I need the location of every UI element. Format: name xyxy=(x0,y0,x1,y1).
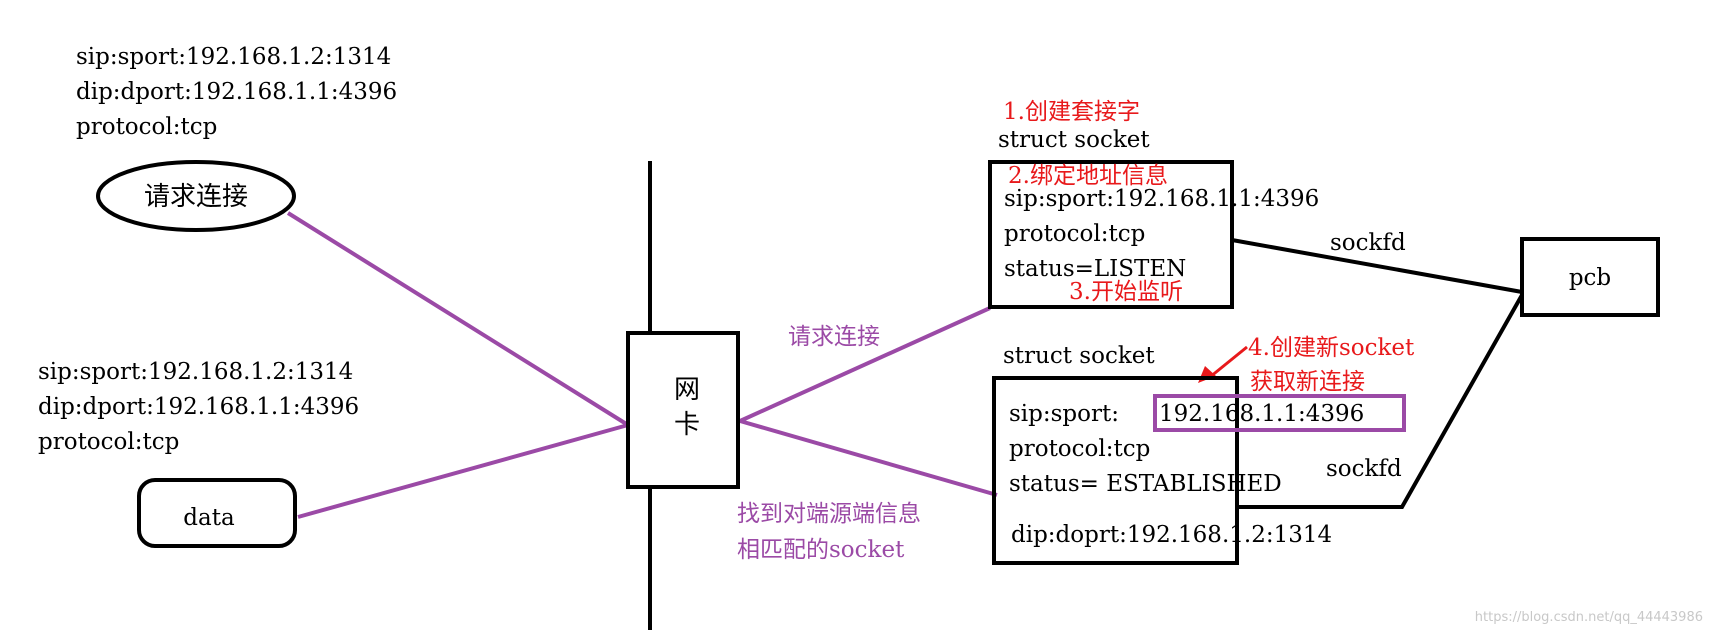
listen-socket-protocol: protocol:tcp xyxy=(1004,221,1145,247)
pcb-label: pcb xyxy=(1569,265,1611,291)
highlighted-address-box xyxy=(1153,394,1406,432)
sockfd-label-top: sockfd xyxy=(1330,230,1406,256)
edge-label-match-line1: 找到对端源端信息 xyxy=(737,501,921,527)
nic-box xyxy=(626,331,740,489)
new-socket-sip-prefix: sip:sport: xyxy=(1009,401,1119,427)
edge-data-to-nic xyxy=(297,423,629,519)
edge-nic-to-listen-socket xyxy=(739,306,991,423)
step-accept-connection: 获取新连接 xyxy=(1250,369,1365,395)
pcb-connector-bottom xyxy=(1237,294,1524,509)
edge-request-to-nic xyxy=(286,211,630,427)
data-node-label: data xyxy=(183,505,235,531)
nic-label-char1: 网 xyxy=(674,375,700,405)
watermark-text: https://blog.csdn.net/qq_44443986 xyxy=(1475,610,1703,625)
new-socket-title: struct socket xyxy=(1003,343,1155,369)
listen-socket-box xyxy=(988,160,1234,309)
new-socket-box xyxy=(992,376,1239,565)
client-bottom-info: sip:sport:192.168.1.2:1314 dip:dport:192… xyxy=(38,359,359,455)
edge-nic-to-new-socket xyxy=(739,419,998,497)
client-bottom-dip: dip:dport:192.168.1.1:4396 xyxy=(38,394,359,420)
listen-socket-title: struct socket xyxy=(998,127,1150,153)
listen-socket-status: status=LISTEN xyxy=(1004,256,1186,282)
new-socket-sip-address: 192.168.1.1:4396 xyxy=(1159,401,1364,427)
listen-socket-sip: sip:sport:192.168.1.1:4396 xyxy=(1004,186,1319,212)
nic-label-char2: 卡 xyxy=(674,410,700,440)
new-socket-status: status= ESTABLISHED xyxy=(1009,471,1282,497)
edge-label-match-line2: 相匹配的socket xyxy=(737,537,905,563)
data-node xyxy=(137,478,297,548)
sockfd-label-bottom: sockfd xyxy=(1326,456,1402,482)
step-create-new-socket: 4.创建新socket xyxy=(1248,335,1415,361)
step-start-listen: 3.开始监听 xyxy=(1069,279,1183,305)
red-arrow-shaft xyxy=(1209,345,1248,379)
step-bind-address: 2.绑定地址信息 xyxy=(1008,163,1168,189)
client-top-dip: dip:dport:192.168.1.1:4396 xyxy=(76,79,397,105)
new-socket-dip: dip:doprt:192.168.1.2:1314 xyxy=(1011,522,1332,548)
client-bottom-protocol: protocol:tcp xyxy=(38,429,179,455)
client-top-sip: sip:sport:192.168.1.2:1314 xyxy=(76,44,391,70)
pcb-connector-top xyxy=(1231,238,1523,294)
red-arrow-head-icon xyxy=(1198,366,1216,383)
new-socket-protocol: protocol:tcp xyxy=(1009,436,1150,462)
client-top-info: sip:sport:192.168.1.2:1314 dip:dport:192… xyxy=(76,44,397,140)
request-connection-node xyxy=(96,160,296,232)
purple-connectors xyxy=(286,211,998,519)
client-top-protocol: protocol:tcp xyxy=(76,114,217,140)
edge-label-request: 请求连接 xyxy=(788,324,880,350)
step-create-socket: 1.创建套接字 xyxy=(1003,99,1140,125)
request-connection-node-label: 请求连接 xyxy=(144,182,248,212)
pcb-box xyxy=(1520,237,1660,317)
client-bottom-sip: sip:sport:192.168.1.2:1314 xyxy=(38,359,353,385)
